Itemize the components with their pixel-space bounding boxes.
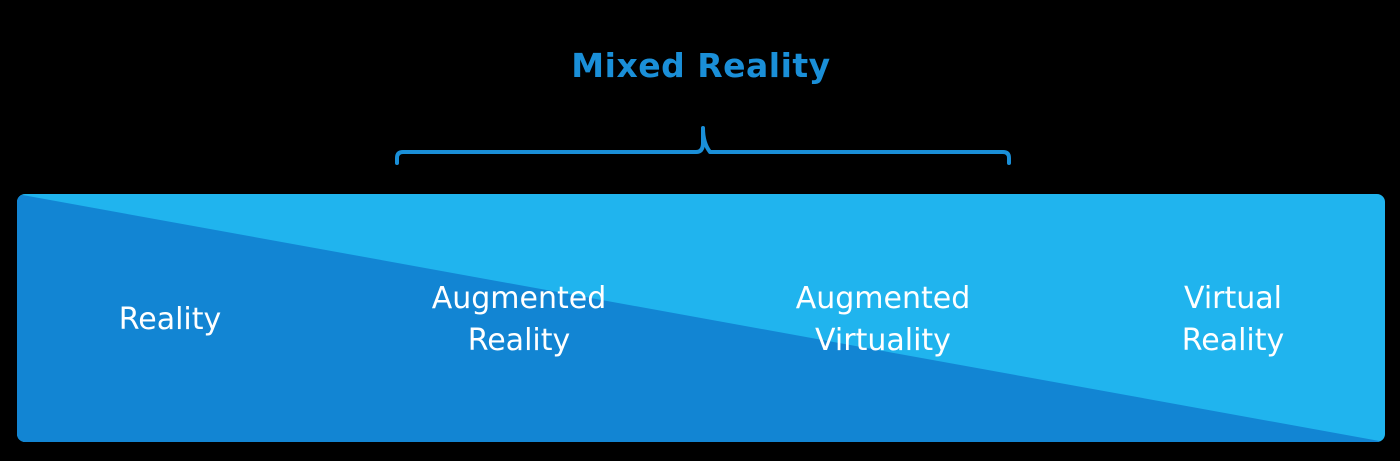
mixed-reality-title: Mixed Reality (0, 46, 1400, 85)
reality-label: Reality (118, 302, 222, 337)
augmented-virtuality-label: Augmented Virtuality (795, 281, 971, 358)
mixed-reality-brace (395, 126, 1011, 165)
virtual-reality-label: Virtual Reality (1181, 281, 1285, 358)
mixed-reality-title-text: Mixed Reality (571, 46, 831, 85)
reality-region (17, 194, 1385, 442)
augmented-reality-label: Augmented Reality (431, 281, 607, 358)
